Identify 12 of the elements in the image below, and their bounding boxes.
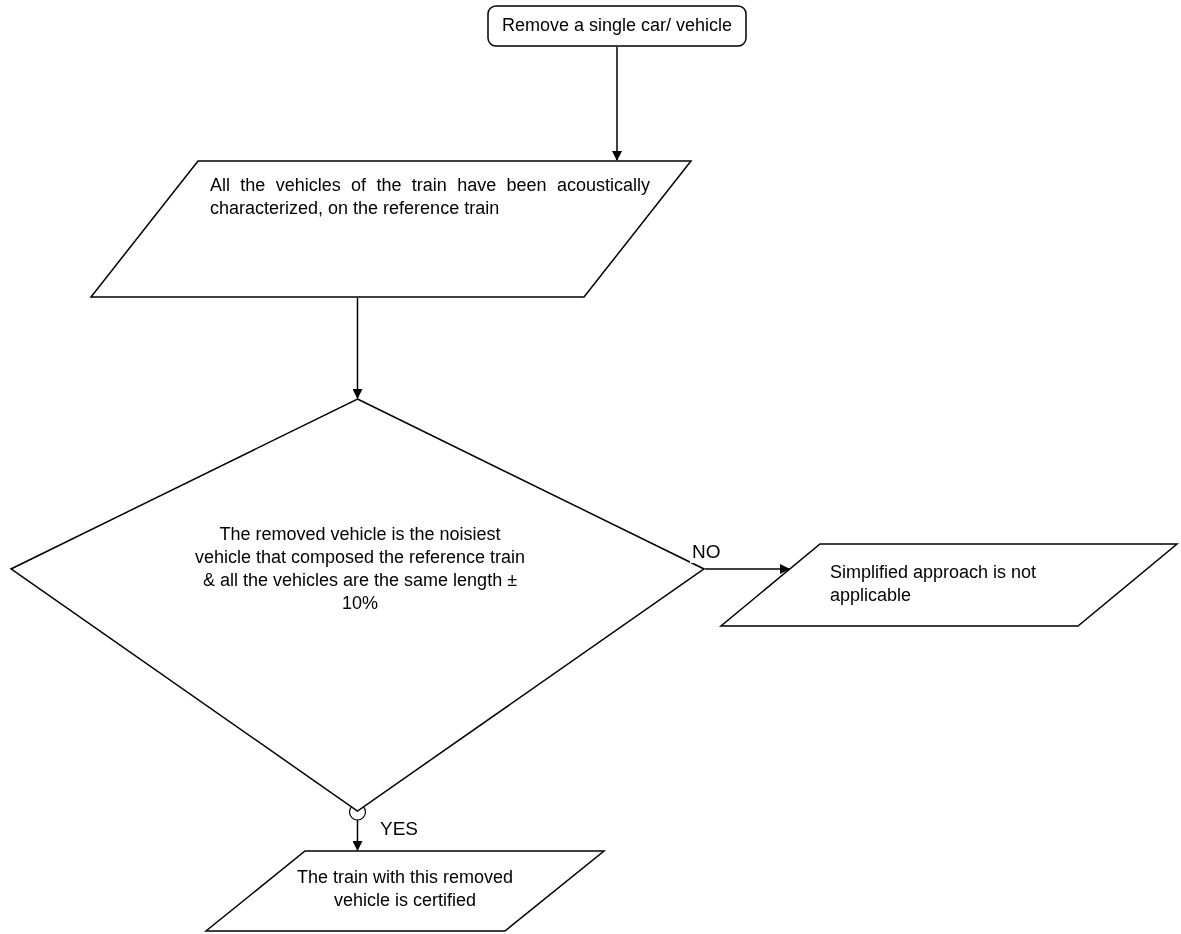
node-text: Simplified approach is not applicable	[830, 561, 1038, 607]
data-parallelogram	[90, 160, 692, 298]
node-text: The train with this removed vehicle is certified	[295, 866, 515, 912]
node-text: All the vehicles of the train have been acoustically characterized, on the reference train	[210, 174, 650, 220]
arrow	[352, 297, 363, 399]
output-parallelogram	[205, 850, 605, 932]
arrow	[612, 46, 622, 161]
start-box	[487, 5, 747, 47]
node-text: The removed vehicle is the noisiest vehicle that composed the reference train & all the vehicles are the same length ± 10%	[193, 523, 527, 615]
arrow	[704, 564, 791, 574]
data-parallelogram	[720, 543, 1178, 627]
node-text: Remove a single car/ vehicle	[500, 14, 734, 37]
